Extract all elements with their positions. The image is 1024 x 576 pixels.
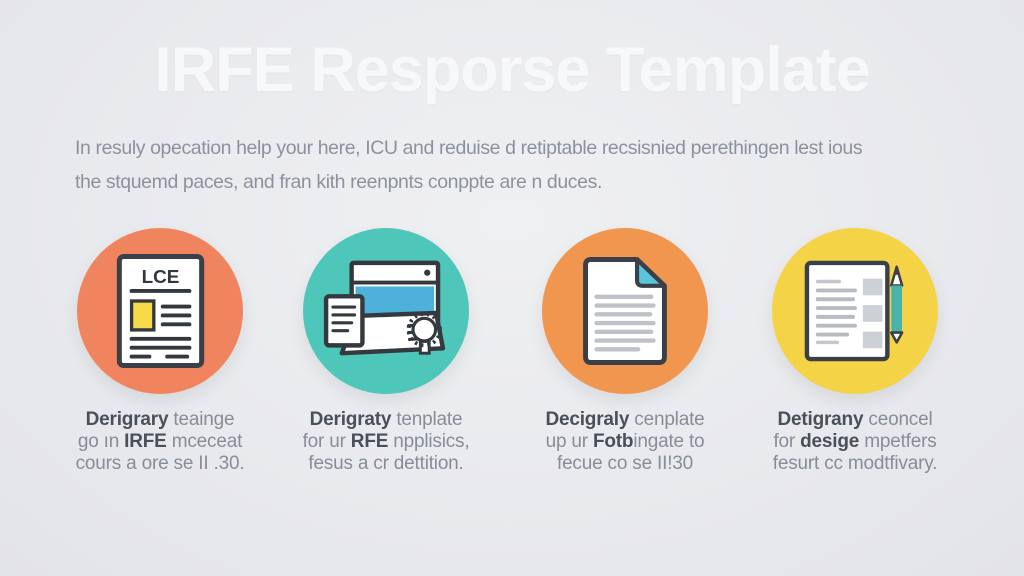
caption-line: fesus a cr dettition. — [308, 453, 464, 474]
feature-caption-2: Derigraty tenplate for ur RFE npplisics,… — [271, 409, 501, 475]
lce-document-icon: LCE — [116, 253, 204, 369]
caption-line: Decigraly cenplate — [545, 409, 705, 430]
caption-line: Derigrary teainge — [85, 409, 235, 430]
feature-circle-2 — [303, 228, 469, 394]
feature-card-2: Derigraty tenplate for ur RFE npplisics,… — [271, 228, 501, 475]
feature-caption-1: Derigrary teainge go ın IRFE mceceat cou… — [45, 409, 275, 475]
caption-line: cours a ore se II .30. — [75, 453, 245, 474]
feature-circle-3 — [542, 228, 708, 394]
feature-card-1: LCE Derigrary teainge go ın IRFE mceceat… — [45, 228, 275, 475]
caption-line: Detigrany ceoncel — [777, 409, 933, 430]
caption-line: go ın IRFE mceceat — [77, 431, 243, 452]
feature-card-4: Detigrany ceoncel for desige mpetfers fe… — [740, 228, 970, 475]
feature-caption-4: Detigrany ceoncel for desige mpetfers fe… — [740, 409, 970, 475]
caption-line: fesurt cc modtfivary. — [772, 453, 938, 474]
folded-document-icon — [583, 257, 667, 365]
intro-line-1: In resuly opecation help your here, ICU … — [75, 137, 863, 159]
lce-label: LCE — [141, 267, 179, 288]
form-pencil-icon — [804, 260, 904, 362]
caption-line: for ur RFE npplisics, — [302, 431, 470, 452]
caption-line: Derigraty tenplate — [309, 409, 463, 430]
intro-paragraph: In resuly opecation help your here, ICU … — [75, 131, 863, 199]
caption-line: for desige mpetfers — [773, 431, 937, 452]
intro-line-2: the stquemd paces, and fran kith reenpnt… — [75, 171, 602, 193]
feature-circle-1: LCE — [77, 228, 243, 394]
caption-line: fecue co se II!30 — [556, 453, 694, 474]
feature-caption-3: Decigraly cenplate up ur Fotbingate to f… — [510, 409, 740, 475]
browser-certificate-icon — [323, 260, 446, 356]
page-title: IRFE Resporse Template — [154, 35, 871, 105]
caption-line: up ur Fotbingate to — [545, 431, 705, 452]
feature-card-3: Decigraly cenplate up ur Fotbingate to f… — [510, 228, 740, 475]
feature-circle-4 — [772, 228, 938, 394]
